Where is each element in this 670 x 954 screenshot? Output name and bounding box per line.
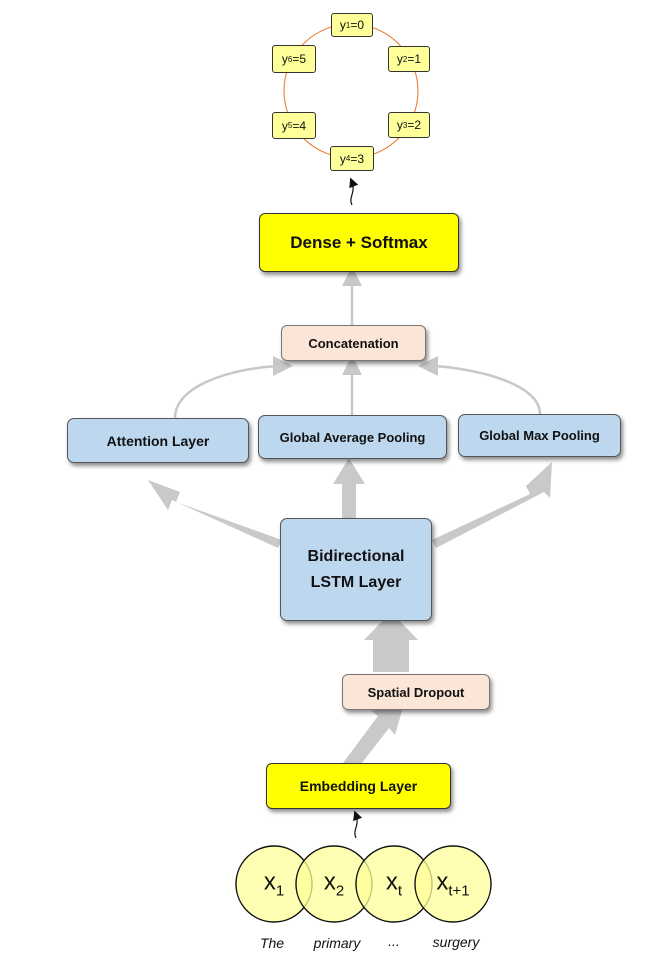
input-word-1: The [259, 935, 285, 951]
input-label-3: xt [385, 868, 403, 900]
input-circle-4 [414, 845, 492, 923]
gmp-to-concat-arrow [418, 356, 542, 415]
lstm-label-line2: LSTM Layer [310, 573, 402, 591]
attention-layer: Attention Layer [67, 418, 249, 463]
input-label-4: xt+1 [436, 868, 470, 900]
input-label-1: x1 [263, 868, 285, 900]
input-word-3: ... [388, 933, 400, 949]
global-average-pooling-layer: Global Average Pooling [258, 415, 447, 459]
attention-to-concat-arrow [173, 356, 293, 419]
dense-softmax-layer: Dense + Softmax [259, 213, 459, 272]
concatenation-layer: Concatenation [281, 325, 426, 361]
lstm-to-gmp-arrow [432, 462, 552, 548]
lstm-label-line1: Bidirectional [307, 547, 405, 565]
input-label-2: x2 [323, 868, 345, 900]
dropout-to-lstm-arrow [364, 612, 418, 672]
lstm-to-gap-arrow [333, 458, 365, 518]
embedding-layer: Embedding Layer [266, 763, 451, 809]
global-max-pooling-layer: Global Max Pooling [458, 414, 621, 457]
dense-to-output-arrow [349, 177, 359, 206]
input-word-2: primary [313, 935, 361, 951]
bidirectional-lstm-layer: Bidirectional LSTM Layer [280, 518, 432, 621]
spatial-dropout-layer: Spatial Dropout [342, 674, 490, 710]
embedding-to-dropout-arrow [343, 704, 404, 768]
input-to-embedding-arrow [353, 810, 363, 839]
lstm-to-attention-arrow [148, 480, 282, 548]
input-word-4: surgery [432, 934, 480, 950]
